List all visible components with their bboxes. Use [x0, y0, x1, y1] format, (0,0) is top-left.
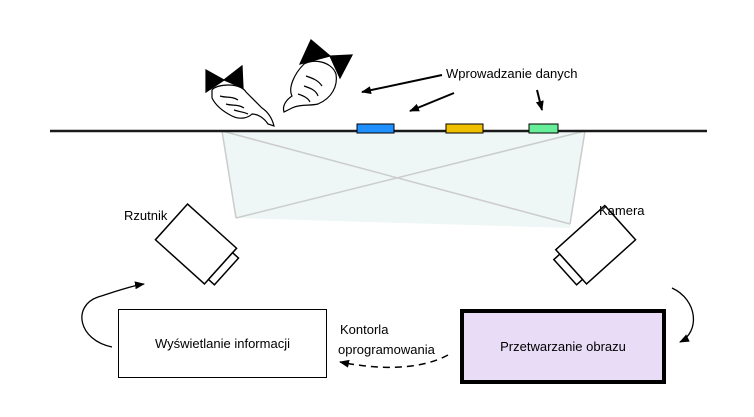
arrow-to-green-marker: [535, 89, 544, 111]
image-processing-label: Przetwarzanie obrazu: [500, 339, 626, 354]
software-control-label: Kontorla oprogramowania: [338, 320, 435, 360]
arrow-processing-to-display: [339, 354, 449, 369]
camera-view-left: [221, 130, 571, 225]
data-input-label: Wprowadzanie danych: [446, 66, 578, 81]
image-processing-box: Przetwarzanie obrazu: [460, 309, 666, 384]
display-info-label: Wyświetlanie informacji: [155, 336, 290, 351]
marker-blue: [356, 123, 395, 134]
camera-label: Kamera: [599, 203, 645, 218]
projector-device-icon: [154, 203, 240, 286]
arrow-to-blue-marker: [409, 92, 455, 112]
software-control-line-1: Kontorla: [340, 322, 389, 337]
arrow-camera-to-processing: [671, 287, 694, 343]
projector-beam-left: [221, 130, 237, 219]
arrow-to-hands: [361, 74, 443, 95]
camera-device-icon: [552, 204, 637, 286]
processing-box-fill: [462, 311, 664, 382]
projector-beam-right: [235, 130, 586, 219]
display-info-box: Wyświetlanie informacji: [118, 309, 327, 378]
pointing-hands-icon: [205, 39, 354, 127]
marker-yellow: [445, 123, 484, 134]
arrow-display-to-projector: [81, 281, 145, 348]
software-control-line-2: oprogramowania: [338, 342, 435, 357]
projector-label: Rzutnik: [124, 208, 168, 223]
camera-view-right: [569, 130, 586, 225]
marker-green: [528, 123, 559, 134]
